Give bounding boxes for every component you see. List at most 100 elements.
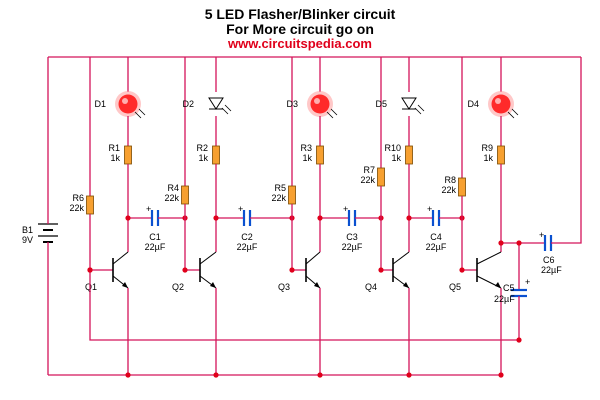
junction-node [498,372,504,378]
led-arrow [417,104,425,112]
capacitor-polarity: + [146,204,151,214]
transistor-emitter-arrow [314,282,320,288]
capacitor-ref-label: C3 [346,232,358,242]
transistor-collector [476,251,502,265]
transistor-ref-label: Q2 [172,282,184,292]
transistor-emitter-arrow [495,282,501,288]
diode-triangle [401,97,417,110]
led-resistor-r3 [316,145,324,165]
capacitor-polarity: + [238,204,243,214]
junction-node [289,267,295,273]
led-resistor-ref: R2 [196,143,208,153]
led-d2 [208,97,232,115]
wire [380,186,393,271]
wire [89,214,113,271]
transistor-q3 [305,251,321,289]
base-resistor-r8 [458,177,466,197]
capacitor-c6 [543,235,553,251]
battery-value-label: 9V [22,235,33,245]
led-arrow [330,108,338,116]
transistor-emitter-arrow [403,282,409,288]
base-resistor-value: 22k [69,203,84,213]
transistor-q4 [392,251,410,289]
capacitor-polarity: + [343,204,348,214]
led-resistor-value: 1k [110,153,120,163]
led-d1 [115,91,146,119]
transistor-collector [199,251,217,265]
capacitor-value-label: 22µF [145,242,166,252]
wire [291,204,306,271]
battery-ref-label: B1 [22,225,33,235]
led-body [310,94,330,114]
led-highlight [122,98,128,104]
transistor-ref-label: Q1 [85,282,97,292]
capacitor-ref-label: C1 [149,232,161,242]
junction-node [213,372,219,378]
led-d3 [307,91,338,119]
junction-node [516,337,522,343]
led-arrow [511,108,519,116]
led-ref-label: D3 [286,99,298,109]
led-arrow [221,107,229,115]
base-resistor-r4 [181,185,189,205]
capacitor-ref-label: C2 [241,232,253,242]
capacitor-polarity: + [539,230,544,240]
led-arrow [414,107,422,115]
capacitor-value-label: 22µF [494,294,515,304]
capacitor-ref-label: C5 [503,283,515,293]
diode-triangle [208,97,224,110]
battery-symbol [38,223,58,243]
transistor-q2 [199,251,217,289]
transistor-ref-label: Q5 [449,282,461,292]
led-d5 [401,97,425,115]
led-arrow [507,111,515,119]
transistor-ref-label: Q4 [365,282,377,292]
junction-node [378,267,384,273]
junction-node [317,372,323,378]
led-arrow [326,111,334,119]
wire [184,204,200,271]
led-resistor-ref: R1 [108,143,120,153]
junction-node [406,372,412,378]
base-resistor-ref: R6 [72,193,84,203]
capacitor-c3 [347,210,357,226]
website-link[interactable]: www.circuitspedia.com [227,36,372,51]
led-arrow [138,108,146,116]
led-resistor-ref: R9 [481,143,493,153]
capacitor-ref-label: C4 [430,232,442,242]
led-ref-label: D4 [467,99,479,109]
led-body [118,94,138,114]
junction-node [125,372,131,378]
transistor-collector [112,251,129,265]
capacitor-value-label: 22µF [426,242,447,252]
transistor-ref-label: Q3 [278,282,290,292]
led-highlight [495,98,501,104]
circuit-subtitle: For More circuit go on [226,21,374,37]
led-highlight [314,98,320,104]
capacitor-value-label: 22µF [237,242,258,252]
wire [461,196,477,271]
junction-node [317,215,323,221]
led-resistor-r1 [124,145,132,165]
capacitor-value-label: 22µF [342,242,363,252]
base-resistor-r7 [377,167,385,187]
transistor-collector [305,251,321,265]
base-resistor-r5 [288,185,296,205]
led-resistor-value: 1k [391,153,401,163]
wire [551,57,582,244]
transistor-emitter-arrow [210,282,216,288]
base-resistor-ref: R5 [274,183,286,193]
junction-node [406,215,412,221]
circuit-title: 5 LED Flasher/Blinker circuit [204,6,396,22]
capacitor-value-label: 22µF [541,265,562,275]
led-resistor-ref: R3 [300,143,312,153]
feedback-return-wire [89,270,519,341]
capacitor-polarity: + [427,204,432,214]
led-ref-label: D5 [375,99,387,109]
base-resistor-value: 22k [164,193,179,203]
junction-node [213,215,219,221]
capacitor-polarity: + [525,277,530,287]
led-resistor-value: 1k [302,153,312,163]
transistor-collector [392,251,410,265]
led-arrow [134,111,142,119]
